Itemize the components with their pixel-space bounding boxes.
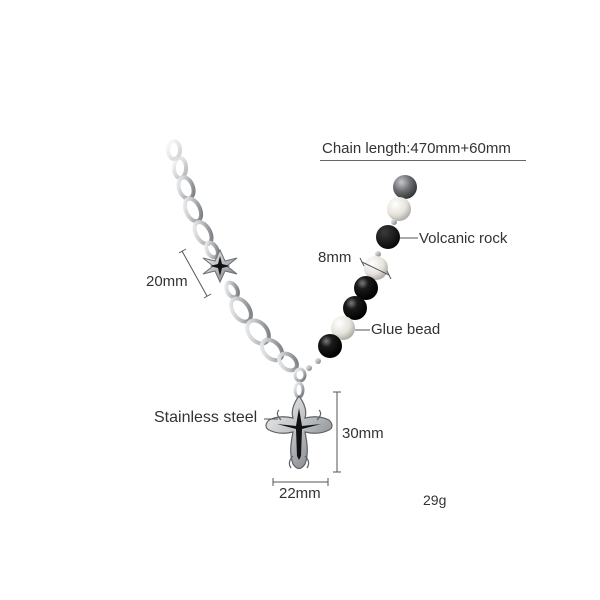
bead-strand [306, 175, 417, 371]
pendant-width-label: 22mm [279, 485, 321, 502]
star-charm [202, 248, 238, 284]
pendant-height-label: 30mm [342, 425, 384, 442]
dimension-lines [178, 237, 418, 486]
cross-pendant [265, 394, 333, 470]
charm-height-label: 20mm [146, 273, 188, 290]
glue-bead-label: Glue bead [371, 321, 441, 338]
pendant-material-label: Stainless steel [154, 409, 258, 426]
volcanic-rock-label: Volcanic rock [419, 230, 508, 247]
pendant-bail [293, 367, 307, 399]
left-chain [166, 139, 299, 373]
weight-label: 29g [423, 492, 447, 508]
bead-size-label: 8mm [318, 249, 352, 266]
chain-length-label: Chain length:470mm+60mm [322, 140, 511, 157]
chain-length-underline [320, 160, 526, 161]
